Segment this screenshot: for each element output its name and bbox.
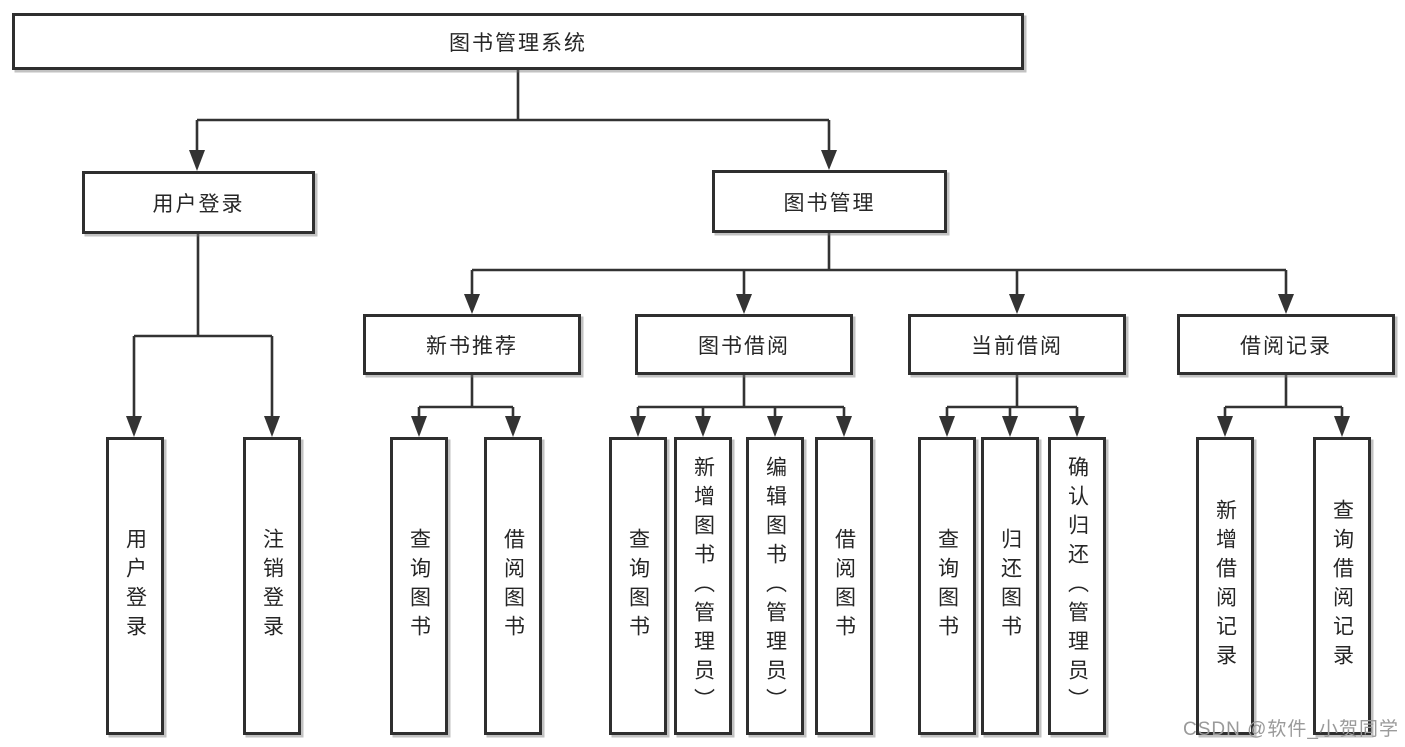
leaf-confirm-return-admin: 确认归还（管理员）	[1048, 437, 1106, 735]
node-label: 用户登录	[152, 192, 245, 216]
node-user-login: 用户登录	[82, 171, 315, 234]
node-book-management: 图书管理	[712, 170, 947, 233]
leaf-query-books-borrow: 查询图书	[609, 437, 667, 735]
node-label: 图书管理	[783, 191, 876, 215]
node-new-book-recommendation: 新书推荐	[363, 314, 581, 375]
watermark: CSDN @软件_小贺同学	[1183, 719, 1399, 740]
leaf-borrow-books-borrow: 借阅图书	[815, 437, 873, 735]
node-label: 图书管理系统	[449, 31, 587, 55]
leaf-add-book-admin: 新增图书（管理员）	[674, 437, 732, 735]
node-book-borrowing: 图书借阅	[635, 314, 853, 375]
node-library-management-system: 图书管理系统	[12, 13, 1024, 70]
leaf-return-book: 归还图书	[981, 437, 1039, 735]
leaf-edit-book-admin: 编辑图书（管理员）	[746, 437, 804, 735]
node-borrowing-records: 借阅记录	[1177, 314, 1395, 375]
node-current-borrowing: 当前借阅	[908, 314, 1126, 375]
node-label: 图书借阅	[698, 334, 790, 358]
node-label: 借阅记录	[1240, 334, 1332, 358]
leaf-query-books-current: 查询图书	[918, 437, 976, 735]
leaf-add-borrow-record: 新增借阅记录	[1196, 437, 1254, 735]
leaf-query-books-recommend: 查询图书	[390, 437, 448, 735]
leaf-user-login: 用户登录	[106, 437, 164, 735]
node-label: 新书推荐	[426, 334, 518, 358]
node-label: 当前借阅	[971, 334, 1063, 358]
leaf-borrow-books-recommend: 借阅图书	[484, 437, 542, 735]
leaf-logout: 注销登录	[243, 437, 301, 735]
leaf-query-borrow-record: 查询借阅记录	[1313, 437, 1371, 735]
